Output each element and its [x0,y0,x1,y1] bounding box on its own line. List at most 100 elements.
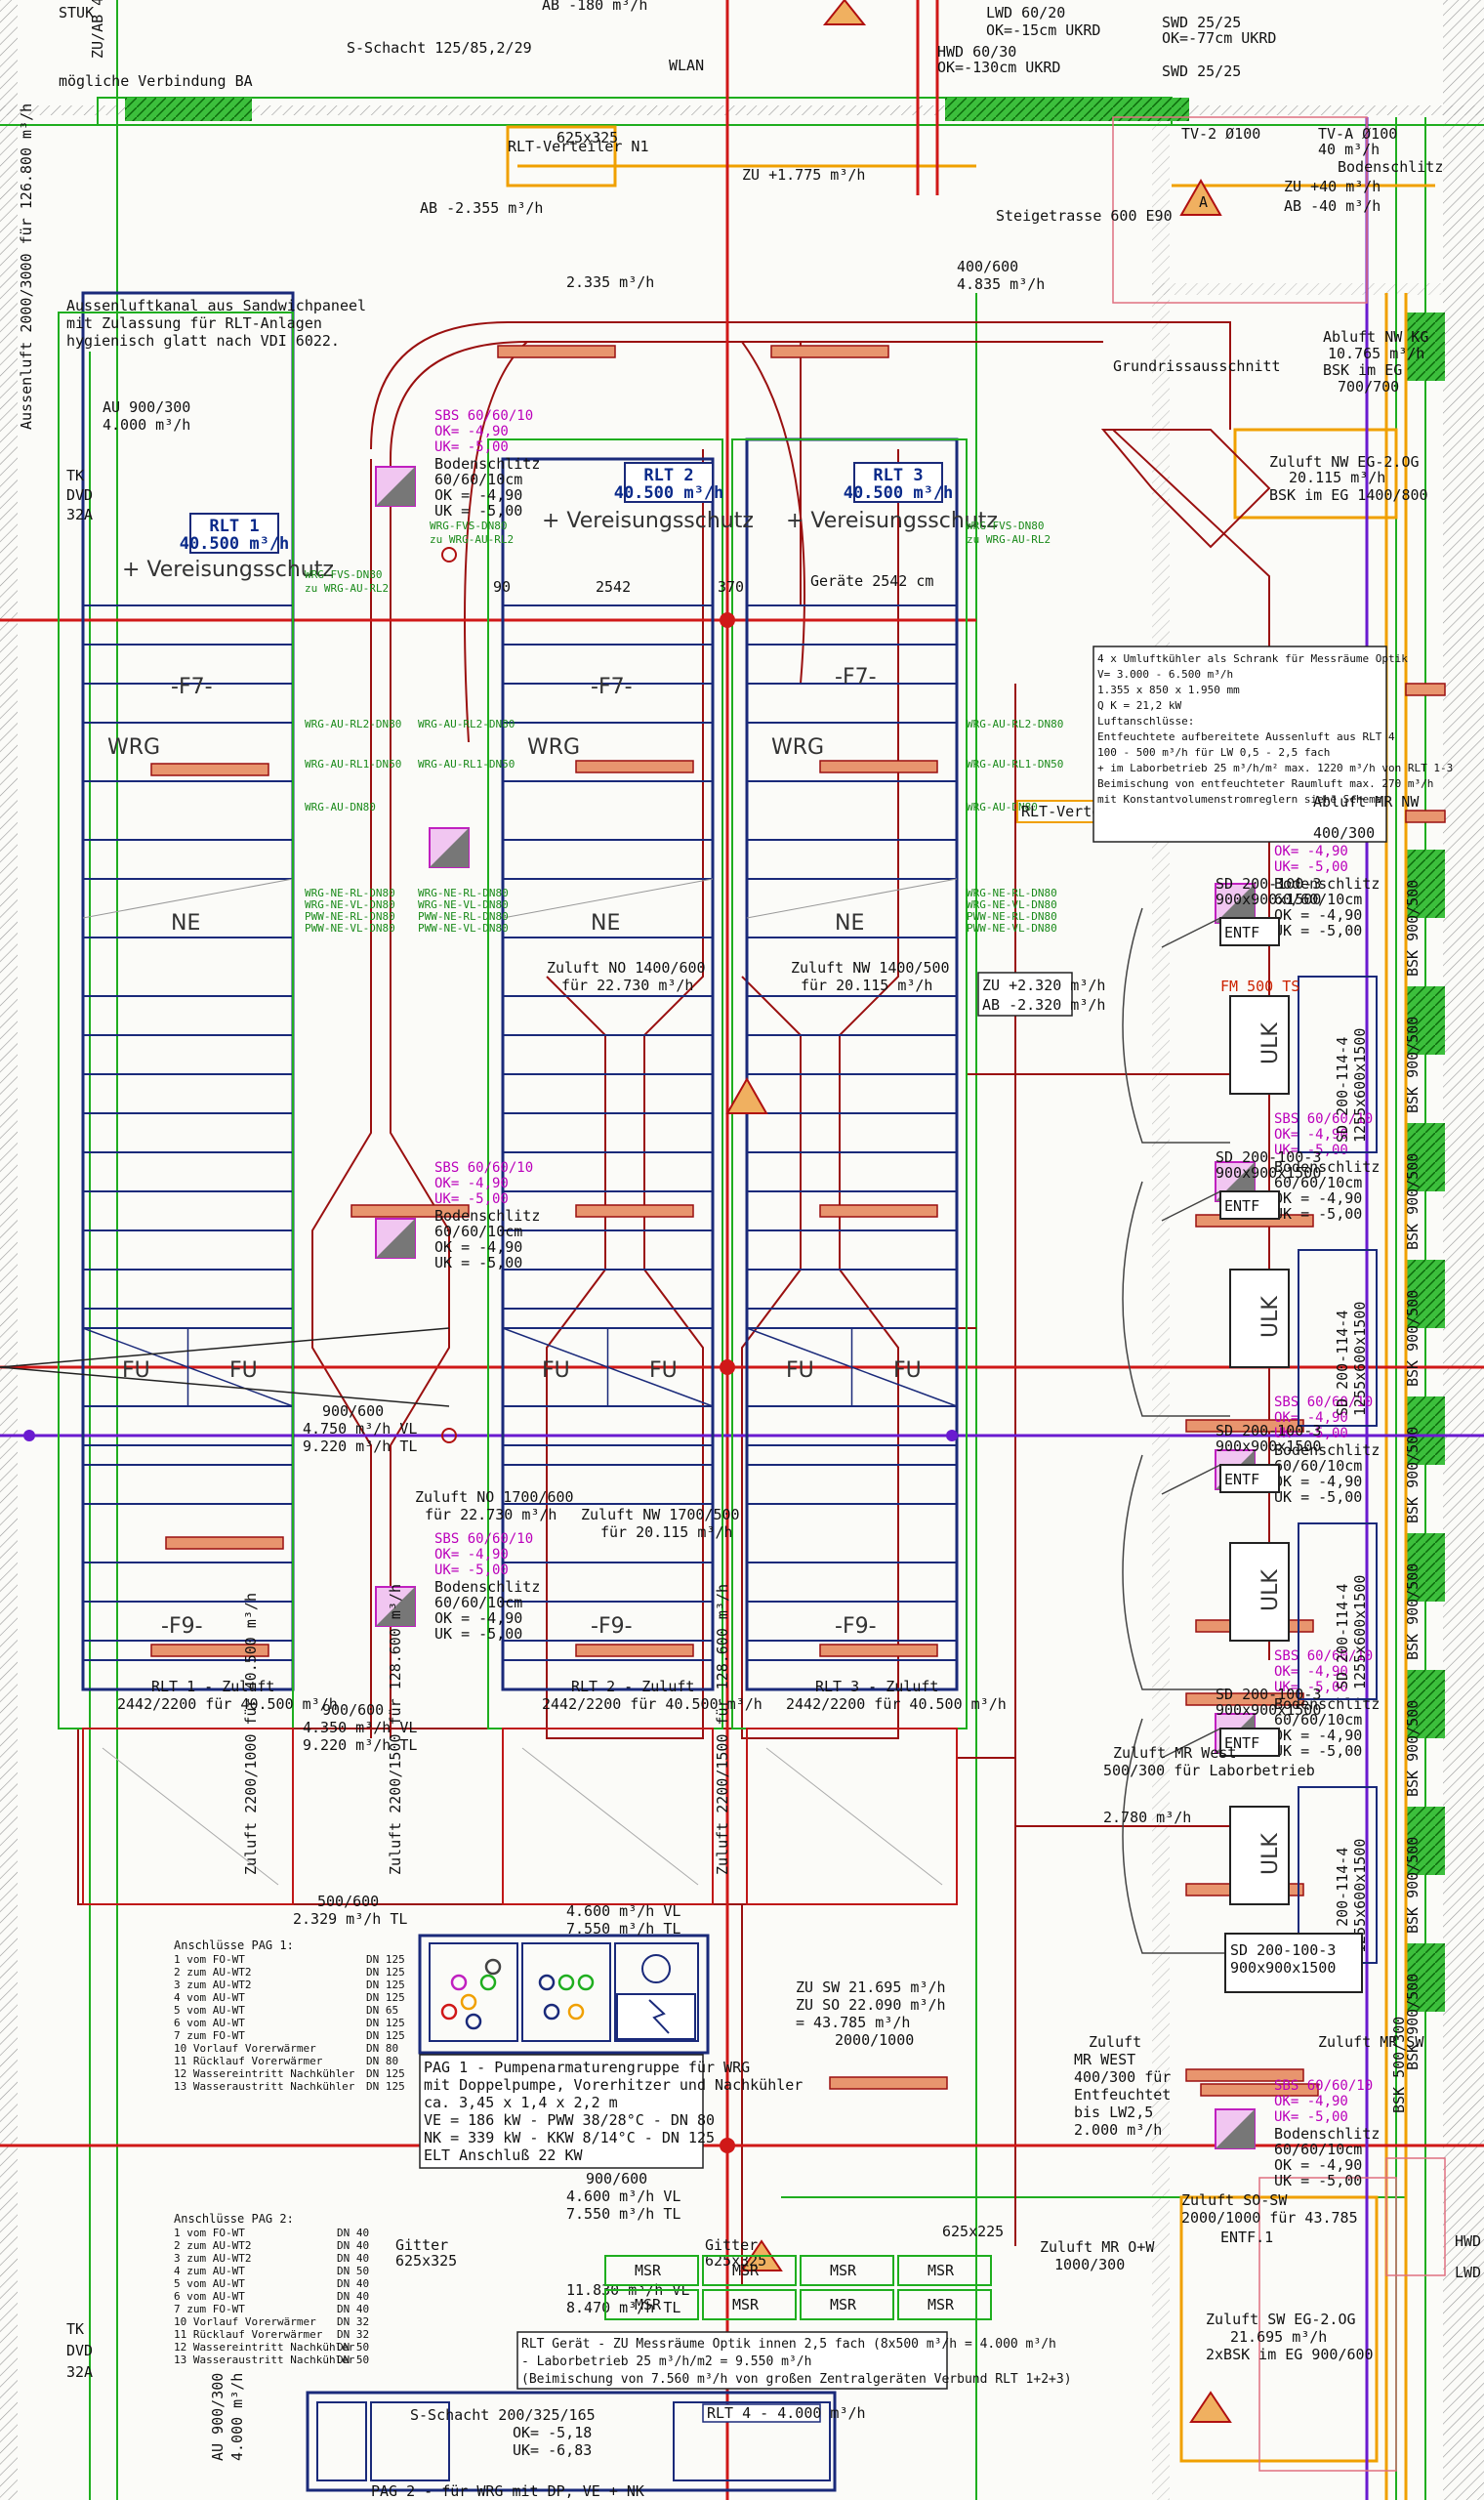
sbs-uk: UK= -5,00 [434,1191,509,1207]
fu-3b: FU [893,1358,922,1383]
sd200-dim: 900x900x1500 [1216,1438,1321,1455]
dim-900-600c: 900/600 [586,2170,647,2188]
fuer-22730b: für 22.730 m³/h [425,1506,556,1523]
entf-box [1219,1190,1280,1220]
msr-box [702,2255,797,2286]
rlt3-flow: 40.500 m³/h [844,483,954,503]
vl-4750: 4.750 m³/h VL [303,1420,417,1438]
f9-1: -F9- [161,1614,203,1639]
wrg-au-rl1-1: WRG-AU-RL1-DN50 [305,758,401,771]
shaft-fill [1216,884,1255,923]
d625: 625x225 [942,2223,1004,2240]
sbs-ok: OK= -4,90 [434,1176,509,1191]
shaft-fill [376,467,415,506]
top-labels: STUK ZU/AB 4.400 m³/h LWD 60/20 OK=-15cm… [18,0,1443,523]
shaft-fill [430,828,469,867]
laborb: 500/300 für Laborbetrieb [1103,1762,1315,1779]
label-abluft-nw: Abluft NW KG [1323,328,1428,346]
dim-900-600b: 900/600 [322,1701,384,1719]
ne-diagonal [502,878,714,919]
d400-300: 400/300 [1313,824,1375,842]
f7-3: -F7- [835,665,877,689]
shaft-fill [376,1587,415,1626]
bsk-label: BSK 900/500 [1404,880,1422,977]
sbs-uk-neg: UK = -5,00 [434,1254,522,1271]
sd-dim: 1255x600x1500 [1351,1302,1369,1416]
pag2-connection: 13 Wasseraustritt Nachkühler [174,2354,355,2366]
entf-label: ENTF [1224,924,1259,941]
ulk-curve [1122,907,1230,1144]
bsk2: 2xBSK im EG 900/600 [1206,2346,1374,2363]
umluft-9: Beimischung von entfeuchteter Raumluft m… [1097,777,1433,790]
umluft-4: Q K = 21,2 kW [1097,699,1181,712]
sd-label: SD 200-114-4 [1334,1037,1351,1143]
d1000: 1000/300 [1054,2256,1125,2273]
sd-dim: 1255x600x1500 [1351,1028,1369,1143]
sd-label: SD 200-114-4 [1334,1848,1351,1953]
mr-west: MR WEST [1074,2051,1135,2068]
sbs-bodenschlitz: Bodenschlitz [1274,875,1380,893]
damper [819,760,938,773]
pag2-dn: DN 40 [337,2239,369,2252]
pag2-dn: DN 40 [337,2252,369,2265]
bsk-label: BSK 900/500 [1404,1700,1422,1797]
pag1-connection: 1 vom FO-WT [174,1953,245,1966]
umluft-7: 100 - 500 m³/h für LW 0,5 - 2,5 fach [1097,746,1330,759]
pag1-connection: 3 zum AU-WT2 [174,1979,251,1991]
dark-red-ductwork [77,321,1271,2285]
tl-9220b: 9.220 m³/h TL [303,1736,417,1754]
label-au-900: AU 900/300 [103,398,190,416]
pag1-dn: DN 80 [366,2055,398,2067]
sbs-uk-neg: UK = -5,00 [434,1625,522,1643]
rlt-geraet-1: RLT Gerät - ZU Messräume Optik innen 2,5… [521,2337,1056,2352]
damper [575,760,694,773]
label-hwd: HWD 60/30 [937,43,1016,61]
fuer-20115b: für 20.115 m³/h [600,1523,732,1541]
label-dim-2542: 2542 [596,578,631,596]
bis-lw: bis LW2,5 [1074,2104,1153,2121]
zuluft-sw: Zuluft SW EG-2.OG [1206,2311,1356,2328]
label-zulassung: mit Zulassung für RLT-Anlagen [66,314,322,332]
pag-connection-dot [465,2013,482,2030]
pag2-dn: DN 32 [337,2328,369,2341]
zu-wrg: zu WRG-AU-RL2 [305,582,389,595]
zuluft-2: Zuluft [1089,2033,1141,2051]
vereisung-1: + Vereisungsschutz [122,558,334,582]
m2000: 2.000 m³/h [1074,2121,1162,2139]
ulk-line [1161,917,1221,948]
sbs-uk-neg: UK = -5,00 [434,502,522,520]
pag1-dn: DN 65 [366,2004,398,2017]
sd-box [1298,976,1378,1153]
zu-so: ZU SO 22.090 m³/h [796,1996,946,2014]
sbs-ok: OK= -4,90 [1274,1664,1348,1680]
sd-bottom-dim: 900x900x1500 [1230,1959,1336,1977]
pag1-connection: 12 Wassereintritt Nachkühler [174,2067,355,2080]
pag2-dn: DN 40 [337,2277,369,2290]
pag-section: Anschlüsse PAG 1: 1 vom FO-WT2 zum AU-WT… [66,1902,1072,2500]
pipe-nodes [23,547,958,2153]
zu2320: ZU +2.320 m³/h [982,977,1105,994]
ulk-label: ULK [1258,1569,1283,1611]
zuluft-hatch [521,1747,699,1886]
sbs-label: SBS 60/60/10 [434,408,533,424]
au-900-300b: AU 900/300 [209,2373,227,2461]
pag1-1: PAG 1 - Pumpenarmaturengruppe für WRG [424,2059,750,2076]
pag1-dn: DN 125 [366,1979,405,1991]
entf-box [1219,1728,1280,1757]
pww-ne-rl-1: PWW-NE-RL-DN80 [305,910,395,923]
wrg-au-rl2-3: WRG-AU-RL2-DN80 [967,718,1063,730]
sbs-bodenschlitz: Bodenschlitz [1274,1158,1380,1176]
rlt2-name: RLT 2 [643,466,693,485]
msr-box [800,2255,894,2286]
fuer-20115: für 20.115 m³/h [801,977,932,994]
sd-label: SD 200-114-4 [1334,1584,1351,1689]
m21695: 21.695 m³/h [1230,2328,1327,2346]
pag1-dn: DN 125 [366,1966,405,1979]
label-aussenluft: Aussenluftkanal aus Sandwichpaneel [66,297,366,314]
black-diag [0,1366,450,1407]
label-ab2355: AB -2.355 m³/h [420,199,543,217]
bsk-label: BSK 900/500 [1404,1837,1422,1934]
sd200-dim: 900x900x1500 [1216,1701,1321,1719]
